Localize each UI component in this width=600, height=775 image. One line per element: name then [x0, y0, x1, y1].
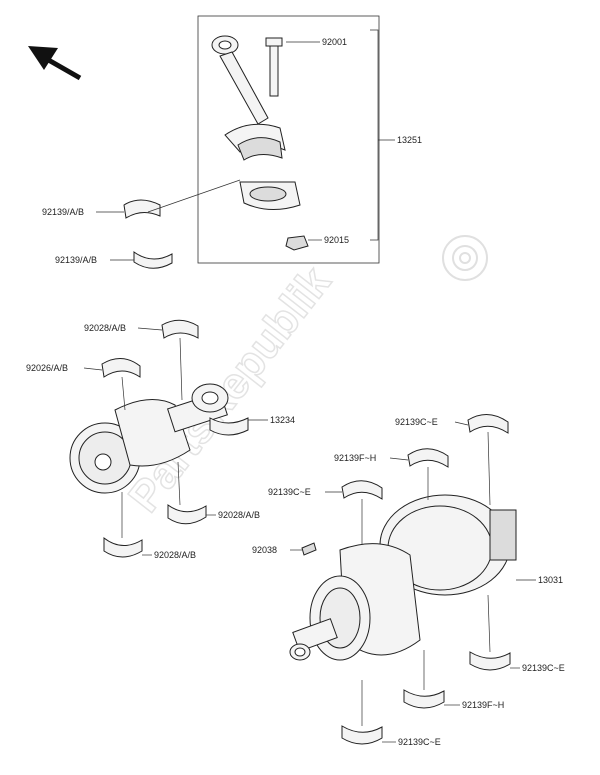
- connecting-rod: [211, 35, 286, 161]
- label-92139ce-3: 92139C~E: [522, 663, 565, 673]
- label-92028ab-1: 92028/A/B: [84, 323, 126, 333]
- label-92028ab-3: 92028/A/B: [154, 550, 196, 560]
- crank-bearing-1: [467, 414, 509, 434]
- balancer-bearing-5: [103, 536, 143, 558]
- con-rod-box: [197, 15, 380, 264]
- crank-bearing-3: [341, 480, 383, 500]
- watermark: PartsRepublik: [119, 257, 342, 522]
- label-92139fh-1: 92139F~H: [334, 453, 376, 463]
- label-92139ce-2: 92139C~E: [268, 487, 311, 497]
- label-13234: 13234: [270, 415, 295, 425]
- rod-nut: [285, 235, 309, 251]
- label-92139ab-1: 92139/A/B: [42, 207, 84, 217]
- balancer-bearing-3: [209, 417, 249, 436]
- label-92139ce-4: 92139C~E: [398, 737, 441, 747]
- crank-bearing-2: [407, 448, 449, 468]
- balancer-bearing-1: [161, 319, 199, 339]
- label-92028ab-2: 92028/A/B: [218, 510, 260, 520]
- watermark-text: PartsRepublik: [119, 257, 340, 521]
- label-92026ab: 92026/A/B: [26, 363, 68, 373]
- leader-lines: [83, 29, 536, 743]
- label-92038: 92038: [252, 545, 277, 555]
- label-13031: 13031: [538, 575, 563, 585]
- rod-bearing-upper: [123, 199, 161, 219]
- label-92139ab-2: 92139/A/B: [55, 255, 97, 265]
- crank-bearing-6: [341, 725, 383, 745]
- gear-logo-icon: [442, 235, 488, 281]
- label-92139fh-2: 92139F~H: [462, 700, 504, 710]
- label-92001: 92001: [322, 37, 347, 47]
- label-92139ce-1: 92139C~E: [395, 417, 438, 427]
- rod-bolt: [265, 37, 283, 97]
- crank-key: [301, 542, 317, 556]
- direction-arrow-icon: [28, 46, 82, 81]
- label-92015: 92015: [324, 235, 349, 245]
- balancer-bearing-2: [101, 358, 141, 378]
- label-13251: 13251: [397, 135, 422, 145]
- balancer-bearing-4: [167, 504, 207, 525]
- rod-cap: [239, 181, 301, 210]
- crankshaft: [289, 494, 517, 661]
- crank-bearing-4: [469, 651, 511, 671]
- rod-bearing-lower: [133, 251, 173, 269]
- crank-bearing-5: [403, 689, 445, 709]
- balancer-shaft: [69, 383, 229, 494]
